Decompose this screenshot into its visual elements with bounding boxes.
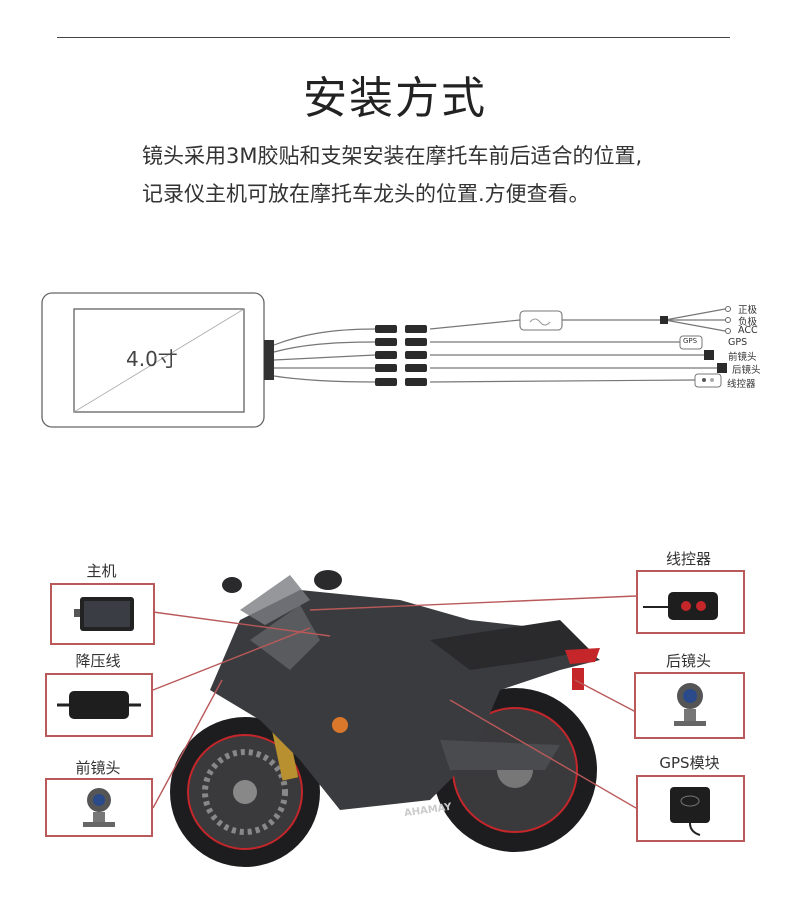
label-host: 主机 (86, 562, 117, 580)
wire-label-gps: GPS (728, 337, 748, 348)
wire-label-front-camera: 前镜头 (728, 352, 757, 363)
connector-blocks (375, 316, 727, 386)
gps-tag-label: GPS (683, 337, 698, 345)
gps-module-icon (670, 787, 710, 836)
rear-camera-icon (674, 683, 706, 726)
rear-camera-box (634, 672, 745, 739)
bike-seat (430, 620, 590, 670)
description-line-2: 记录仪主机可放在摩托车龙头的位置.方便查看。 (142, 182, 590, 206)
screen-glare-line (73, 308, 245, 413)
wire-label-acc: ACC (738, 325, 758, 336)
page-title: 安装方式 (303, 73, 487, 124)
label-step-down: 降压线 (75, 652, 121, 670)
gps-tag-box (679, 335, 703, 350)
host-icon (74, 597, 134, 631)
front-camera-icon (83, 788, 115, 827)
remote-icon (643, 592, 718, 620)
windscreen (240, 575, 310, 625)
remote-box-callout (636, 570, 745, 634)
device-port (264, 340, 274, 380)
screen-size-label: 4.0寸 (126, 347, 178, 371)
gps-module-box (636, 775, 745, 842)
step-down-box (519, 310, 563, 331)
step-down-module-box (45, 673, 153, 737)
wire-bundle (273, 308, 726, 383)
label-front-camera: 前镜头 (75, 759, 121, 777)
label-remote: 线控器 (665, 550, 711, 568)
top-divider (57, 37, 730, 38)
label-rear-camera: 后镜头 (665, 652, 711, 670)
description-line-1: 镜头采用3M胶贴和支架安装在摩托车前后适合的位置, (142, 144, 643, 168)
remote-box (694, 373, 722, 388)
front-camera-box (45, 778, 153, 837)
step-down-icon (57, 691, 141, 719)
wire-label-negative: 负极 (738, 317, 758, 328)
wire-label-positive: 正极 (738, 305, 758, 316)
wire-label-rear-camera: 后镜头 (732, 365, 761, 376)
exhaust (440, 740, 560, 770)
label-gps-module: GPS模块 (659, 754, 720, 772)
host-box (50, 583, 155, 645)
wire-label-remote: 线控器 (727, 379, 756, 390)
